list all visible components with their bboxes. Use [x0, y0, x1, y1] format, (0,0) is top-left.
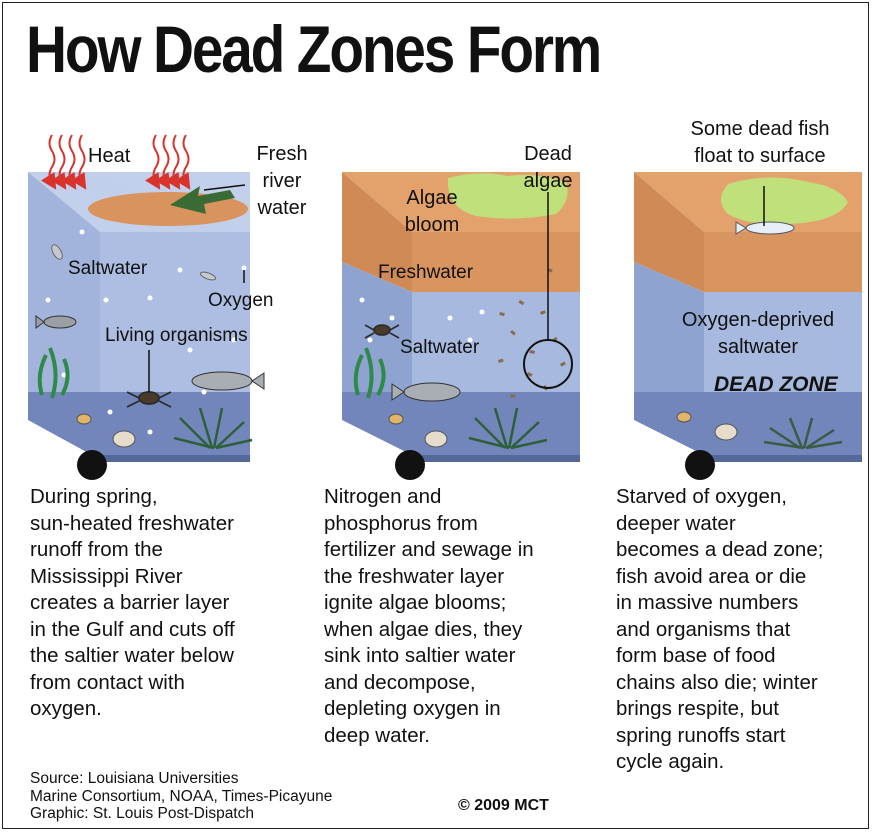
label-oxygen: Oxygen — [208, 290, 273, 311]
step-number-1: 1 — [86, 453, 98, 478]
copyright: © 2009 MCT — [458, 797, 549, 815]
panel-2-description: Nitrogen and phosphorus from fertilizer … — [324, 484, 604, 749]
label-saltwater-2: Saltwater — [400, 337, 480, 358]
panel-3-description: Starved of oxygen, deeper water becomes … — [616, 484, 866, 776]
source-credit: Source: Louisiana Universities Marine Co… — [30, 770, 332, 823]
fresh-layer-front — [704, 232, 862, 292]
label-saltwater: Saltwater — [68, 258, 148, 279]
panel-1-description: During spring, sun-heated freshwater run… — [30, 484, 305, 723]
label-living-organisms: Living organisms — [105, 325, 248, 346]
seafloor — [342, 392, 580, 455]
label-freshwater: Freshwater — [378, 262, 474, 283]
step-number-3: 3 — [694, 453, 706, 478]
shell-icon — [389, 414, 403, 424]
shell-icon — [425, 431, 447, 447]
label-heat: Heat — [88, 145, 131, 167]
shell-icon — [677, 412, 691, 422]
fish-icon — [192, 372, 264, 390]
label-dead-zone: DEAD ZONE — [714, 373, 839, 396]
shell-icon — [77, 414, 91, 424]
step-number-2: 2 — [404, 453, 416, 478]
shell-icon — [113, 431, 135, 447]
shell-icon — [715, 424, 737, 440]
